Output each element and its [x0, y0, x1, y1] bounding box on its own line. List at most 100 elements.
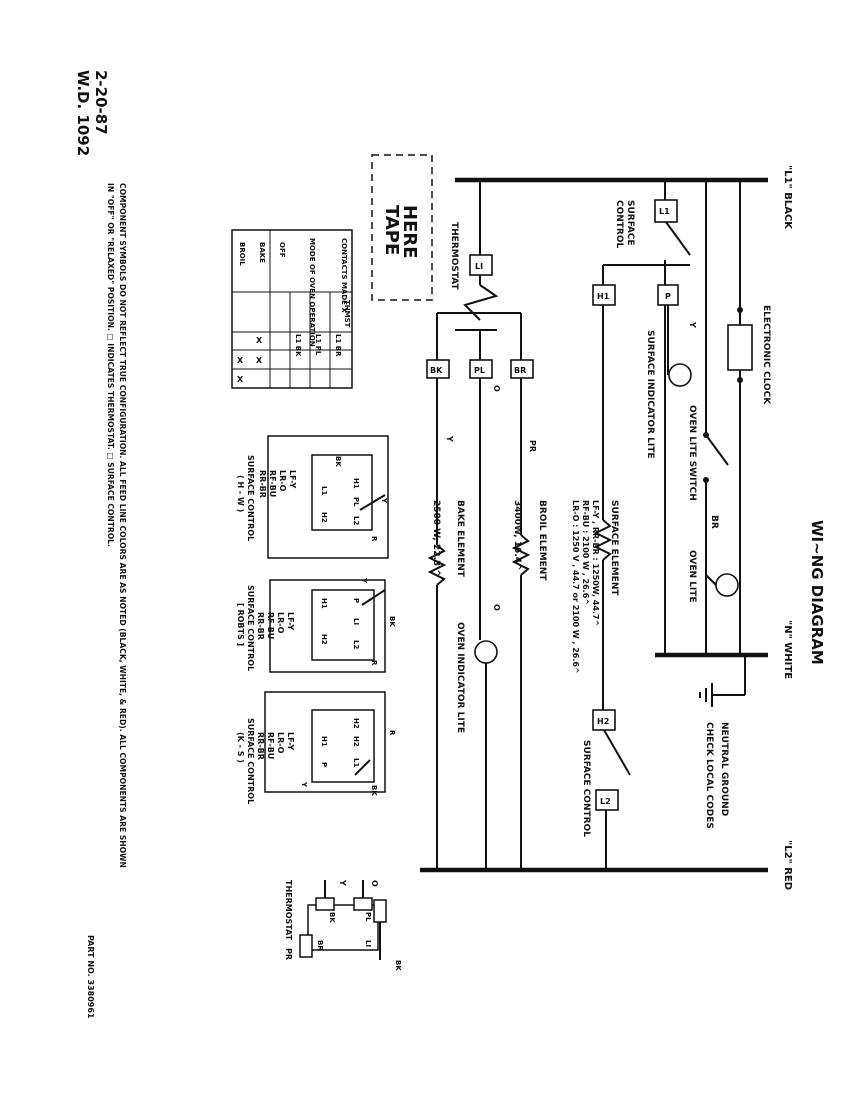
thermostat-bk-term: BK — [328, 912, 336, 923]
control3-legend3: RF-BU — [266, 732, 275, 759]
control2-t7: BK — [388, 616, 396, 627]
control2-t1: P — [352, 598, 360, 603]
control2-legend2: LR-O — [276, 612, 285, 634]
thermostat-bk-right: BK — [394, 960, 402, 971]
control3-t8: Y — [300, 781, 308, 788]
l1-bus-label: "L1" BLACK — [782, 165, 793, 230]
contacts-table — [231, 229, 353, 389]
bk-terminal-text: BK — [430, 366, 443, 375]
o-wire-label: O — [492, 385, 501, 392]
control2-legend1: LF-Y — [286, 612, 295, 630]
drawing-date: 2-20-87 — [92, 70, 110, 135]
control1-brand: ( H - W ) — [236, 475, 245, 512]
pl-terminal-text: PL — [474, 366, 485, 375]
control2-legend4: RR-BR — [256, 612, 265, 640]
thermostat-li-term: LI — [364, 940, 372, 947]
here-label: HERE — [399, 205, 420, 259]
electronic-clock — [727, 324, 753, 371]
oven-indicator-lite — [474, 640, 498, 664]
table-row-bake: BAKE — [258, 242, 266, 263]
oven-indicator-label: OVEN INDICATOR LITE — [455, 622, 465, 733]
control1-t3: L2 — [352, 516, 360, 525]
broil-element-spec: 3400W, 16.4^ — [512, 500, 522, 571]
thermostat-y: Y — [338, 879, 347, 886]
control3-legend2: LR-O — [276, 732, 285, 754]
p-terminal-text: P — [665, 292, 671, 301]
diagram-title: WI~NG DIAGRAM — [808, 520, 826, 665]
control1-t7: BK — [334, 456, 342, 467]
thermostat-o: O — [370, 880, 379, 887]
oven-lite-label: OVEN LITE — [687, 550, 697, 603]
control3-t2: H2 — [352, 736, 360, 747]
control3-legend1: LF-Y — [286, 732, 295, 750]
thermostat-br-term: BR — [316, 940, 324, 951]
thermostat-switch — [463, 284, 499, 321]
l1-terminal-text: L1 — [659, 207, 670, 216]
h2-terminal-text: H2 — [597, 717, 609, 726]
control3-t5: P — [320, 762, 328, 767]
tape-here-box: TAPE HERE — [371, 154, 433, 301]
control2-t3: L2 — [352, 640, 360, 649]
control2-brand: [ ROBTS ] — [236, 603, 245, 646]
control1-t4: L1 — [320, 486, 328, 495]
control2-t2: LI — [352, 618, 360, 625]
surface-element-label: SURFACE ELEMENT — [609, 500, 619, 596]
part-number: PART NO. 3380961 — [86, 935, 95, 1019]
control3-t6: BK — [370, 785, 378, 796]
control1-t8: Y — [380, 497, 388, 504]
table-x-broil-br: X — [237, 375, 244, 384]
control3-title: SURFACE CONTROL — [246, 718, 255, 804]
check-local-codes-label: CHECK LOCAL CODES — [704, 722, 714, 829]
n-bus-label: "N" WHITE — [782, 620, 793, 679]
surface-element-spec2: RF-BU : 2100 W , 26.6^ — [581, 500, 590, 605]
oven-lite-bulb — [715, 573, 739, 597]
y-wire-label-2: Y — [445, 435, 454, 442]
table-row-off: OFF — [278, 242, 286, 258]
bake-element-spec: 2500 W, 22.3 ^ — [431, 500, 441, 577]
thermostat-label: THERMOSTAT — [449, 222, 459, 291]
table-col-br: L1 BR — [334, 334, 342, 357]
br-label: BR — [709, 515, 719, 529]
clock-label: ELECTRONIC CLOCK — [761, 305, 771, 405]
surface-control-bottom-label: SURFACE CONTROL — [581, 740, 591, 837]
l2-terminal-text: L2 — [600, 797, 611, 806]
table-header-contacts: CONTACTS MADE X — [340, 238, 348, 313]
bake-element-label: BAKE ELEMENT — [455, 500, 465, 578]
br-terminal-text: BR — [514, 366, 526, 375]
table-x-bake-pl: X — [256, 356, 263, 365]
surface-control-detail-hw — [267, 435, 389, 559]
control1-title: SURFACE CONTROL — [246, 455, 255, 541]
table-x-broil-pl: X — [237, 356, 244, 365]
table-row-broil: BROIL — [238, 242, 246, 266]
bake-element-resistor — [427, 544, 447, 586]
li-terminal-text: LI — [475, 262, 483, 271]
surface-control-top-label2: CONTROL — [614, 200, 624, 249]
note-line-2: IN "OFF" OR "RELAXED" POSITION. □ INDICA… — [106, 183, 115, 547]
neutral-ground-label: NEUTRAL GROUND — [719, 722, 729, 816]
note-line-1: COMPONENT SYMBOLS DO NOT REFLECT TRUE CO… — [118, 183, 127, 868]
control2-t6: R — [370, 660, 378, 666]
broil-element-label: BROIL ELEMENT — [537, 500, 547, 581]
y-wire-label-1: Y — [688, 321, 697, 328]
h1-terminal-text: H1 — [597, 292, 610, 301]
pr-wire-label: PR — [528, 440, 537, 452]
table-col-pl: L1 PL — [314, 334, 322, 356]
control3-t3: L1 — [352, 758, 360, 767]
control1-t6: R — [370, 536, 378, 542]
surface-element-spec1: LF-Y , RR-BR : 1250W, 44.7^ — [591, 500, 600, 626]
tape-label: TAPE — [381, 205, 402, 255]
control1-t2: PL — [352, 497, 360, 507]
thermostat-pl-term: PL — [364, 912, 372, 922]
control3-t1: H2 — [352, 718, 360, 729]
broil-element-resistor — [511, 534, 531, 576]
table-header-mode: MODE OF OVEN OPERATION — [308, 238, 316, 347]
surface-control-detail-ks — [264, 691, 386, 793]
control1-legend1: LF-Y — [288, 470, 297, 488]
table-col-bk: L1 BK — [294, 334, 302, 357]
drawing-number: W.D. 1092 — [74, 70, 92, 156]
control1-legend3: RF-BU — [268, 470, 277, 497]
surface-control-top-label: SURFACE — [625, 200, 635, 246]
table-thmst: THMST — [343, 300, 351, 328]
